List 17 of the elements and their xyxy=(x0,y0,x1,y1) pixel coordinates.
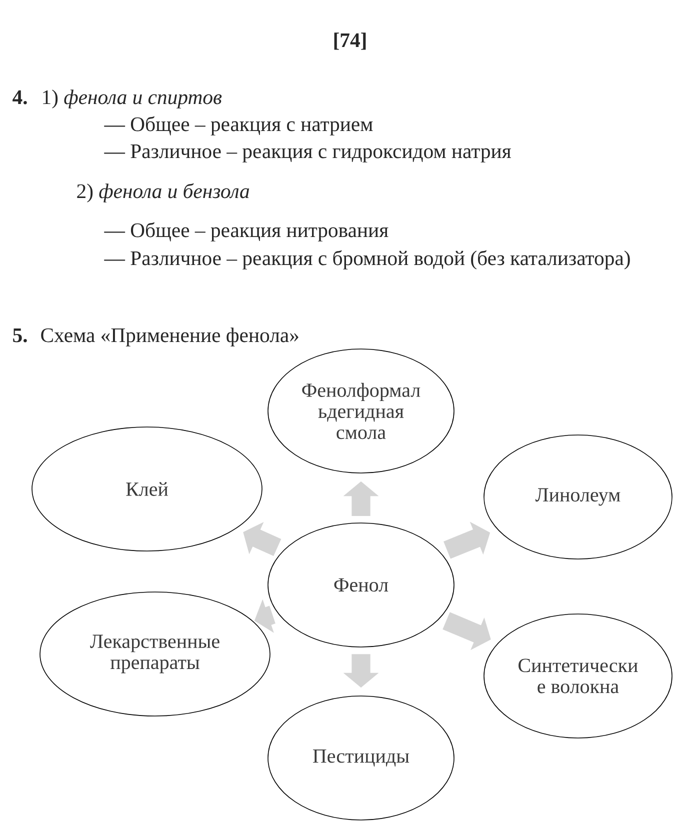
oval-node: Фенолформал ьдегидная смола xyxy=(268,348,454,474)
oval-node: Синтетически е волокна xyxy=(484,614,672,738)
list-item: — Общее – реакция нитрования xyxy=(104,222,388,242)
list-item: — Различное – реакция с гидроксидом натрия xyxy=(104,144,511,162)
task-number: 5. xyxy=(13,328,27,342)
task-number: 4. xyxy=(12,90,27,104)
page-number: [74] xyxy=(334,32,366,50)
subheading: 1) фенола и спиртов xyxy=(43,90,222,108)
title: Схема «Применение фенола» xyxy=(41,328,298,346)
oval-node: Пестициды xyxy=(268,696,454,820)
list-item: — Общее – реакция с натрием xyxy=(104,116,373,136)
subheading: 2) фенола и бензола xyxy=(77,183,250,202)
oval-node: Линолеум xyxy=(484,434,672,560)
oval-node: Фенол xyxy=(268,522,454,648)
oval-node: Лекарственные препараты xyxy=(40,592,270,716)
oval-node: Клей xyxy=(32,426,262,552)
list-item: — Различное – реакция с бромной водой (без катализатора) xyxy=(104,250,630,270)
